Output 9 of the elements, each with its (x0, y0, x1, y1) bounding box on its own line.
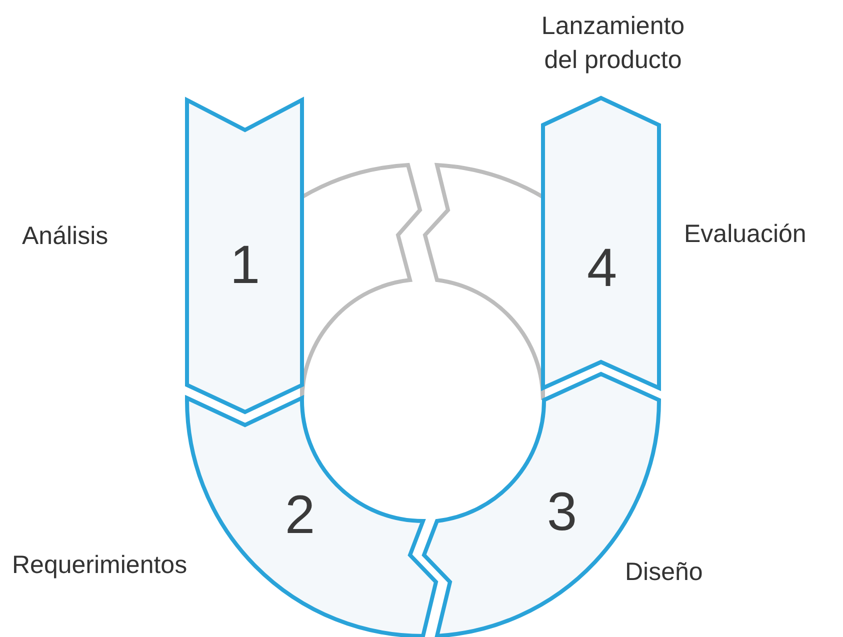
step-label: Requerimientos (12, 550, 188, 580)
step-number: 1 (230, 238, 260, 292)
step-number: 3 (546, 485, 578, 539)
step-number: 4 (586, 241, 618, 295)
step-number: 2 (284, 488, 316, 542)
step-label: Evaluación (684, 219, 806, 249)
step-label: Análisis (22, 221, 108, 251)
milestone-label: Lanzamiento del producto (540, 11, 686, 76)
step-label: Diseño (625, 557, 703, 587)
